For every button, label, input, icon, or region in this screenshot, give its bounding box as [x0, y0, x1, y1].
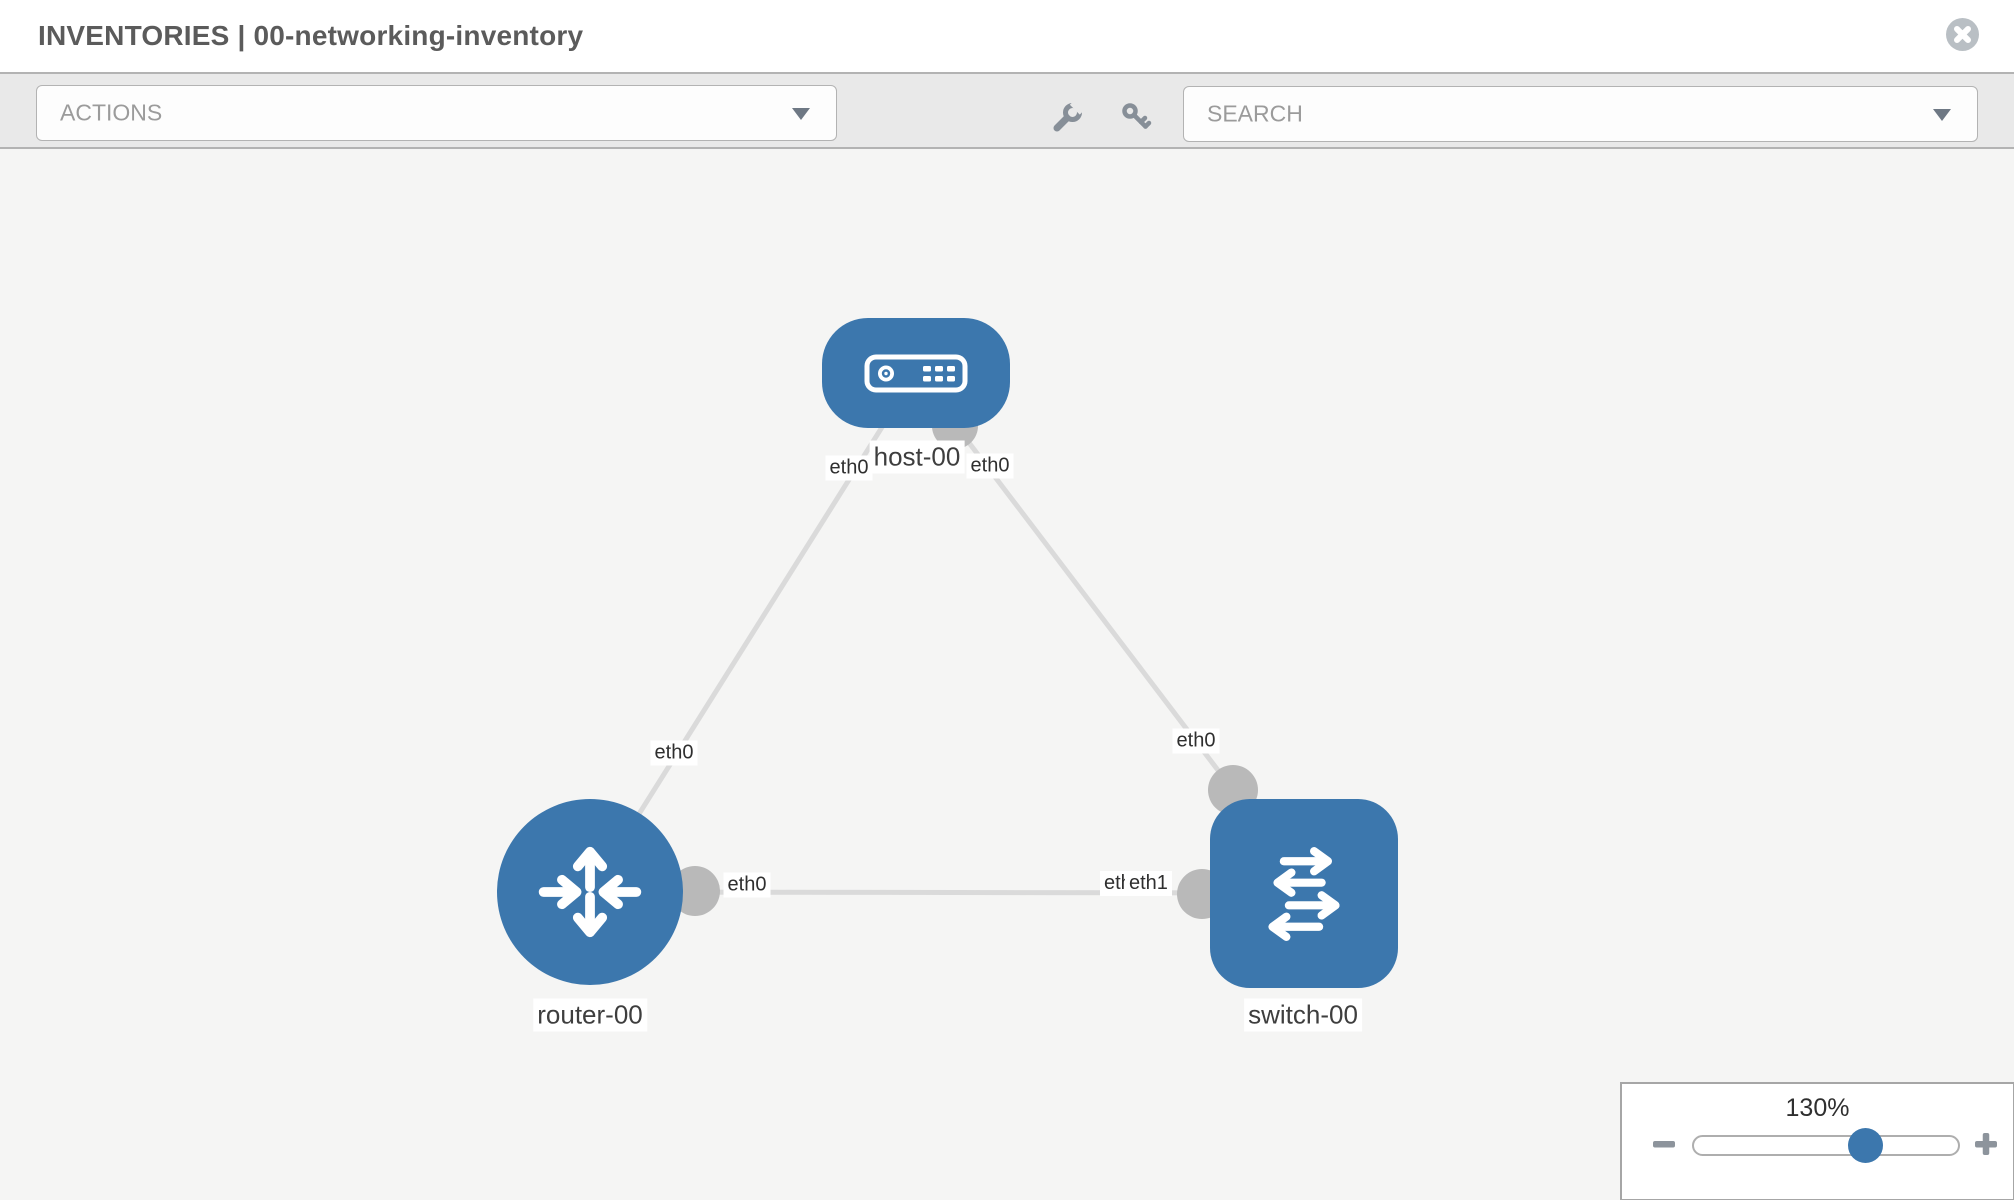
node-label-router: router-00: [533, 998, 647, 1032]
chevron-down-icon: [792, 108, 810, 120]
actions-dropdown[interactable]: ACTIONS: [36, 85, 837, 141]
topology-canvas[interactable]: host-00 router-00 switch-00 eth0 eth0 et…: [0, 149, 2014, 1200]
interface-label-router-top: eth0: [650, 740, 698, 766]
zoom-widget: 130%: [1620, 1082, 2014, 1200]
interface-label-switch-left-front: eth1: [1125, 871, 1172, 896]
zoom-out-button[interactable]: [1647, 1128, 1681, 1162]
node-router-00[interactable]: [497, 799, 683, 985]
header: INVENTORIES | 00-networking-inventory: [0, 0, 2014, 72]
chevron-down-icon: [1933, 109, 1951, 121]
interface-label-switch-top: eth0: [1172, 728, 1220, 754]
node-switch-00[interactable]: [1210, 799, 1398, 988]
router-icon: [538, 846, 642, 938]
zoom-in-button[interactable]: [1969, 1128, 2003, 1162]
wrench-icon[interactable]: [1050, 101, 1084, 135]
interface-label-router-right: eth0: [723, 872, 771, 898]
search-dropdown[interactable]: SEARCH: [1183, 86, 1978, 142]
interface-label-host-right: eth0: [966, 453, 1014, 479]
close-button[interactable]: [1946, 18, 1979, 51]
zoom-slider-track[interactable]: [1692, 1135, 1960, 1156]
key-icon[interactable]: [1119, 101, 1153, 135]
port-connector-router-right: [670, 866, 720, 916]
search-placeholder: SEARCH: [1207, 100, 1303, 127]
topology-links-layer: [587, 371, 1305, 919]
close-icon: [1954, 26, 1971, 43]
host-icon: [864, 354, 968, 393]
node-label-host: host-00: [869, 440, 965, 474]
toolbar: ACTIONS SEARCH: [0, 72, 2014, 149]
switch-icon: [1268, 846, 1340, 941]
plus-icon: [1975, 1132, 1997, 1155]
zoom-slider-knob[interactable]: [1848, 1128, 1883, 1163]
interface-label-host-left: eth0: [825, 455, 873, 481]
actions-dropdown-value: ACTIONS: [60, 99, 163, 126]
node-host-00[interactable]: [822, 318, 1010, 428]
minus-icon: [1653, 1140, 1675, 1147]
zoom-level-readout: 130%: [1785, 1094, 1850, 1122]
node-label-switch: switch-00: [1244, 998, 1362, 1032]
page-title: INVENTORIES | 00-networking-inventory: [38, 20, 584, 51]
